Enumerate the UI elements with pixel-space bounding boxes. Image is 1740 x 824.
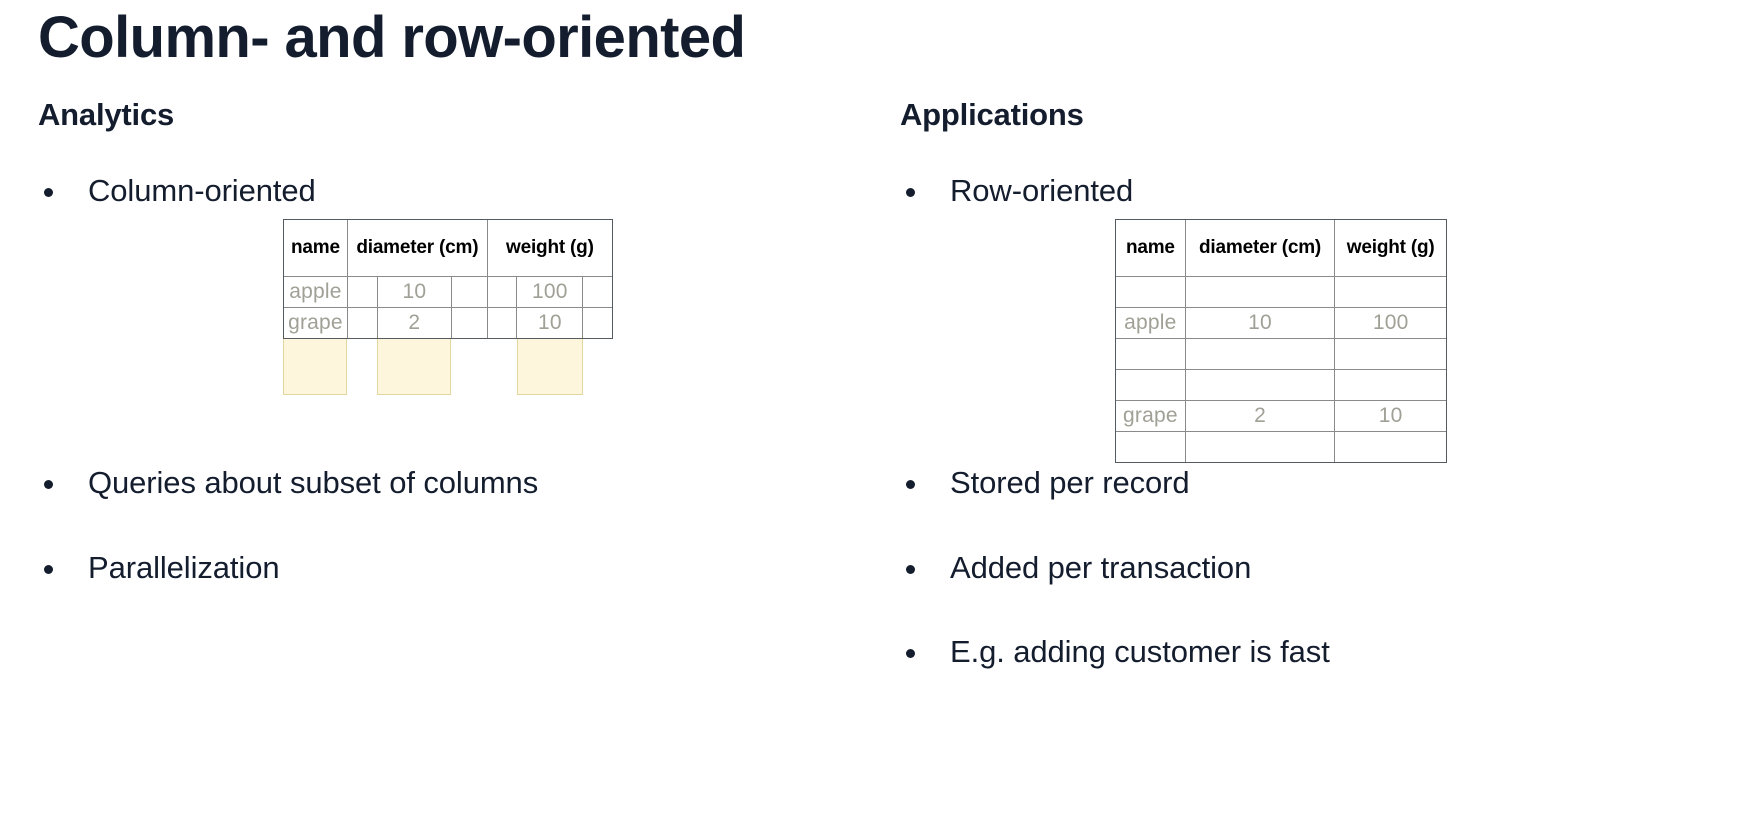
table-row-oriented: name diameter (cm) weight (g) <box>1115 219 1447 464</box>
analytics-bullet-list-bottom: Queries about subset of columns Parallel… <box>38 463 870 588</box>
sheet-wrap-applications: name diameter (cm) weight (g) <box>1115 219 1447 464</box>
applications-bullet-list-bottom: Stored per record Added per transaction … <box>900 463 1740 672</box>
analytics-bullet-list-top: Column-oriented <box>38 171 870 211</box>
applications-figure-slot: name diameter (cm) weight (g) <box>900 211 1740 464</box>
analytics-figure-slot: name diameter (cm) weight (g) <box>38 211 870 411</box>
cell-name-grape: grape <box>283 307 348 340</box>
header-name: name <box>283 219 348 278</box>
table-row: apple 10 100 <box>1115 307 1447 340</box>
cell-name-grape: grape <box>1115 400 1186 433</box>
list-item: E.g. adding customer is fast <box>900 632 1740 672</box>
column-applications: Applications Row-oriented <box>870 96 1740 672</box>
table-row-spacer <box>1115 369 1447 402</box>
header-weight: weight (g) <box>1334 219 1447 278</box>
sheet-wrap-analytics: name diameter (cm) weight (g) <box>283 219 614 396</box>
table-header-row: name diameter (cm) weight (g) <box>283 219 614 278</box>
row-oriented-table-figure: name diameter (cm) weight (g) <box>1115 219 1447 468</box>
cell-diameter-grape: 2 <box>1184 400 1336 433</box>
list-item: Row-oriented <box>900 171 1740 211</box>
cell-name-apple: apple <box>283 276 348 309</box>
cell-name-apple: apple <box>1115 307 1186 340</box>
page-title: Column- and row-oriented <box>38 5 746 70</box>
applications-bullet-list-top: Row-oriented <box>900 171 1740 211</box>
applications-heading: Applications <box>900 97 1084 132</box>
table-row-spacer <box>1115 276 1447 309</box>
cell-diameter-grape: 2 <box>376 307 452 340</box>
cell-weight-grape: 10 <box>1334 400 1447 433</box>
table-row: grape 2 10 <box>1115 400 1447 433</box>
table-row-spacer <box>1115 431 1447 464</box>
table-column-oriented: name diameter (cm) weight (g) <box>283 219 614 340</box>
analytics-heading: Analytics <box>38 97 175 132</box>
cell-diameter-apple: 10 <box>1184 307 1336 340</box>
list-item: Added per transaction <box>900 548 1740 588</box>
header-diameter: diameter (cm) <box>346 219 488 278</box>
header-weight: weight (g) <box>486 219 614 278</box>
cell-weight-apple: 100 <box>516 276 584 309</box>
cell-weight-apple: 100 <box>1334 307 1447 340</box>
column-analytics: Analytics Column-oriented <box>0 96 870 588</box>
list-item: Column-oriented <box>38 171 870 211</box>
two-column-layout: Analytics Column-oriented <box>0 96 1740 672</box>
list-item: Queries about subset of columns <box>38 463 870 503</box>
header-diameter: diameter (cm) <box>1184 219 1336 278</box>
column-oriented-table-figure: name diameter (cm) weight (g) <box>283 219 614 396</box>
header-name: name <box>1115 219 1186 278</box>
cell-weight-grape: 10 <box>516 307 584 340</box>
table-row-spacer <box>1115 338 1447 371</box>
list-item: Stored per record <box>900 463 1740 503</box>
list-item: Parallelization <box>38 548 870 588</box>
cell-diameter-apple: 10 <box>376 276 452 309</box>
table-header-row: name diameter (cm) weight (g) <box>1115 219 1447 278</box>
